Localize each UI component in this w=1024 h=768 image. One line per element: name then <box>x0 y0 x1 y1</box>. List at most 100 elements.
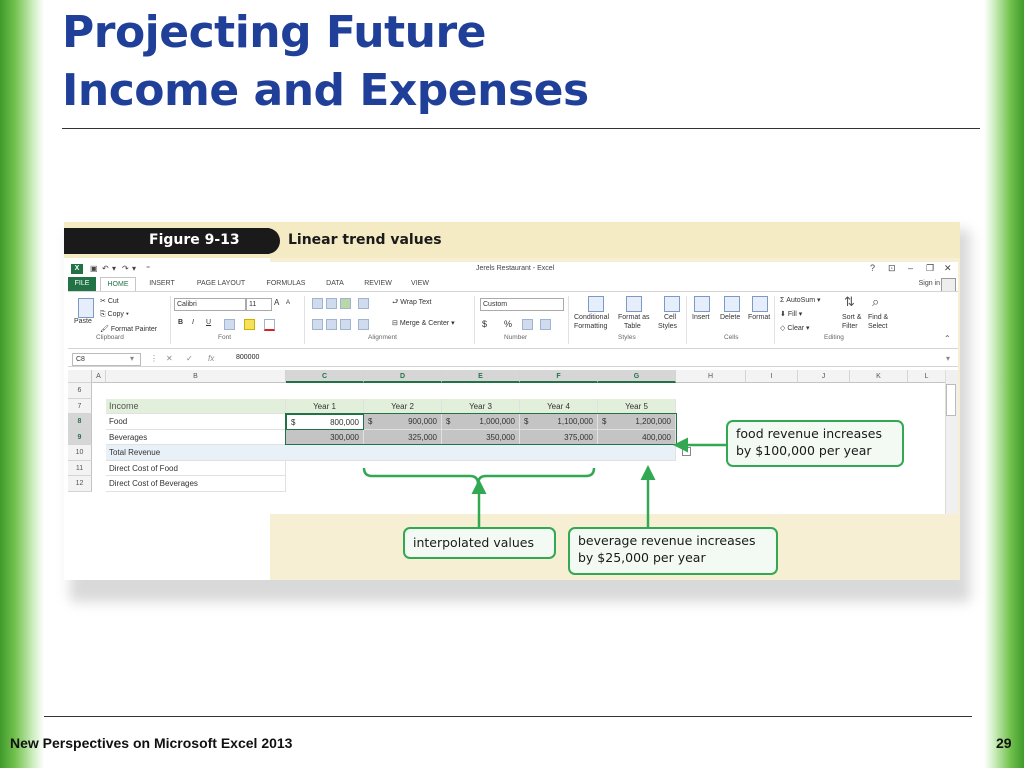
font-color-icon[interactable] <box>264 319 275 331</box>
align-left-icon[interactable] <box>312 319 323 330</box>
column-header-k[interactable]: K <box>850 370 908 383</box>
tab-home[interactable]: HOME <box>100 277 136 291</box>
format-cells-icon[interactable] <box>752 296 768 312</box>
find-select-button[interactable]: Find & <box>868 314 889 321</box>
row-header-7[interactable]: 7 <box>68 398 92 414</box>
name-box[interactable]: C8 <box>72 353 141 366</box>
fill-color-icon[interactable] <box>244 319 255 330</box>
paste-icon[interactable] <box>78 298 94 318</box>
undo-dropdown-icon[interactable]: ▾ <box>112 264 117 273</box>
customize-toolbar-icon[interactable]: ⁼ <box>146 264 151 273</box>
cell-b8[interactable]: Food <box>106 414 286 430</box>
row-header-10[interactable]: 10 <box>68 445 92 461</box>
sign-in-link[interactable]: Sign in <box>918 280 940 287</box>
format-cells-button[interactable]: Format <box>748 314 771 321</box>
cell-b9[interactable]: Beverages <box>106 429 286 445</box>
name-box-dropdown-icon[interactable]: ▾ <box>130 354 135 363</box>
close-icon[interactable]: ✕ <box>944 263 952 273</box>
column-header-i[interactable]: I <box>746 370 798 383</box>
redo-dropdown-icon[interactable]: ▾ <box>132 264 137 273</box>
bold-button[interactable]: B <box>178 319 184 326</box>
insert-function-icon[interactable]: fx <box>208 354 215 363</box>
decrease-decimal-icon[interactable] <box>540 319 551 330</box>
select-all-corner[interactable] <box>68 370 92 383</box>
align-center-icon[interactable] <box>326 319 337 330</box>
tab-insert[interactable]: INSERT <box>149 280 175 287</box>
column-header-d[interactable]: D <box>364 370 442 383</box>
borders-icon[interactable] <box>224 319 235 330</box>
cell-g7[interactable]: Year 5 <box>598 398 676 414</box>
cell-c7[interactable]: Year 1 <box>286 398 364 414</box>
insert-cells-icon[interactable] <box>694 296 710 312</box>
minimize-icon[interactable]: – <box>908 263 914 273</box>
wrap-text-button[interactable]: ⮐ Wrap Text <box>392 299 432 306</box>
column-header-a[interactable]: A <box>92 370 106 383</box>
percent-button[interactable]: % <box>504 319 513 329</box>
cell-d8[interactable]: $900,000 <box>364 414 442 430</box>
save-icon[interactable]: ▣ <box>90 264 98 273</box>
scrollbar-thumb[interactable] <box>946 384 956 416</box>
ribbon-display-icon[interactable]: ⊡ <box>888 263 896 273</box>
indent-icon[interactable] <box>358 319 369 330</box>
format-as-table-icon[interactable] <box>626 296 642 312</box>
align-top-icon[interactable] <box>312 298 323 309</box>
delete-cells-button[interactable]: Delete <box>720 314 741 321</box>
tab-review[interactable]: REVIEW <box>364 280 392 287</box>
help-icon[interactable]: ? <box>870 263 876 273</box>
italic-button[interactable]: I <box>192 319 194 326</box>
copy-button[interactable]: ⎘ Copy ▾ <box>100 311 129 318</box>
conditional-formatting-button[interactable]: Conditional <box>574 314 610 321</box>
cell-f8[interactable]: $1,100,000 <box>520 414 598 430</box>
column-header-j[interactable]: J <box>798 370 850 383</box>
cell-styles-icon[interactable] <box>664 296 680 312</box>
orientation-icon[interactable] <box>358 298 369 309</box>
align-middle-icon[interactable] <box>326 298 337 309</box>
currency-button[interactable]: $ <box>482 319 488 329</box>
restore-icon[interactable]: ❐ <box>926 263 935 273</box>
column-header-l[interactable]: L <box>908 370 946 383</box>
cell-b7[interactable]: Income <box>106 398 286 414</box>
row-header-11[interactable]: 11 <box>68 460 92 476</box>
expand-formula-bar-icon[interactable]: ▾ <box>946 354 951 363</box>
row-header-8[interactable]: 8 <box>68 414 92 430</box>
formula-input[interactable] <box>228 352 944 366</box>
underline-button[interactable]: U <box>206 319 212 326</box>
cancel-icon[interactable]: ✕ <box>166 354 173 363</box>
cut-button[interactable]: ✂ Cut <box>100 298 119 305</box>
sort-filter-icon[interactable]: ⇅ <box>844 294 855 309</box>
cell-styles-button[interactable]: Cell <box>664 314 677 321</box>
row-header-6[interactable]: 6 <box>68 383 92 399</box>
cell-b12[interactable]: Direct Cost of Beverages <box>106 476 286 492</box>
fill-button[interactable]: ⬇ Fill ▾ <box>780 311 803 318</box>
column-header-g[interactable]: G <box>598 370 676 383</box>
column-header-b[interactable]: B <box>106 370 286 383</box>
grow-font-button[interactable]: A <box>274 298 280 307</box>
autosum-button[interactable]: Σ AutoSum ▾ <box>780 297 821 304</box>
clear-button[interactable]: ◇ Clear ▾ <box>780 325 810 332</box>
collapse-ribbon-icon[interactable]: ⌃ <box>944 334 951 343</box>
row-header-9[interactable]: 9 <box>68 429 92 445</box>
column-header-c[interactable]: C <box>286 370 364 383</box>
cell-c8[interactable]: $800,000 <box>286 414 364 430</box>
align-bottom-icon[interactable] <box>340 298 351 309</box>
avatar[interactable] <box>941 278 956 292</box>
tab-formulas[interactable]: FORMULAS <box>266 280 306 287</box>
cell-e8[interactable]: $1,000,000 <box>442 414 520 430</box>
conditional-formatting-icon[interactable] <box>588 296 604 312</box>
shrink-font-button[interactable]: A <box>286 300 291 306</box>
delete-cells-icon[interactable] <box>724 296 740 312</box>
column-header-f[interactable]: F <box>520 370 598 383</box>
cell-f7[interactable]: Year 4 <box>520 398 598 414</box>
format-painter-button[interactable]: 🖌 Format Painter <box>100 326 158 333</box>
undo-icon[interactable]: ↶ <box>102 264 109 273</box>
quick-analysis-icon[interactable] <box>682 447 691 456</box>
merge-center-button[interactable]: ⊟ Merge & Center ▾ <box>392 320 455 327</box>
comma-style-icon[interactable] <box>522 319 533 330</box>
number-format-combo[interactable]: Custom <box>480 298 564 311</box>
format-as-table-button[interactable]: Format as <box>618 314 650 321</box>
column-header-e[interactable]: E <box>442 370 520 383</box>
align-right-icon[interactable] <box>340 319 351 330</box>
tab-data[interactable]: DATA <box>326 280 344 287</box>
worksheet-grid[interactable]: A B C D E F G H I J K L 6 7 8 9 10 11 12… <box>68 370 958 514</box>
cell-g8[interactable]: $1,200,000 <box>598 414 676 430</box>
